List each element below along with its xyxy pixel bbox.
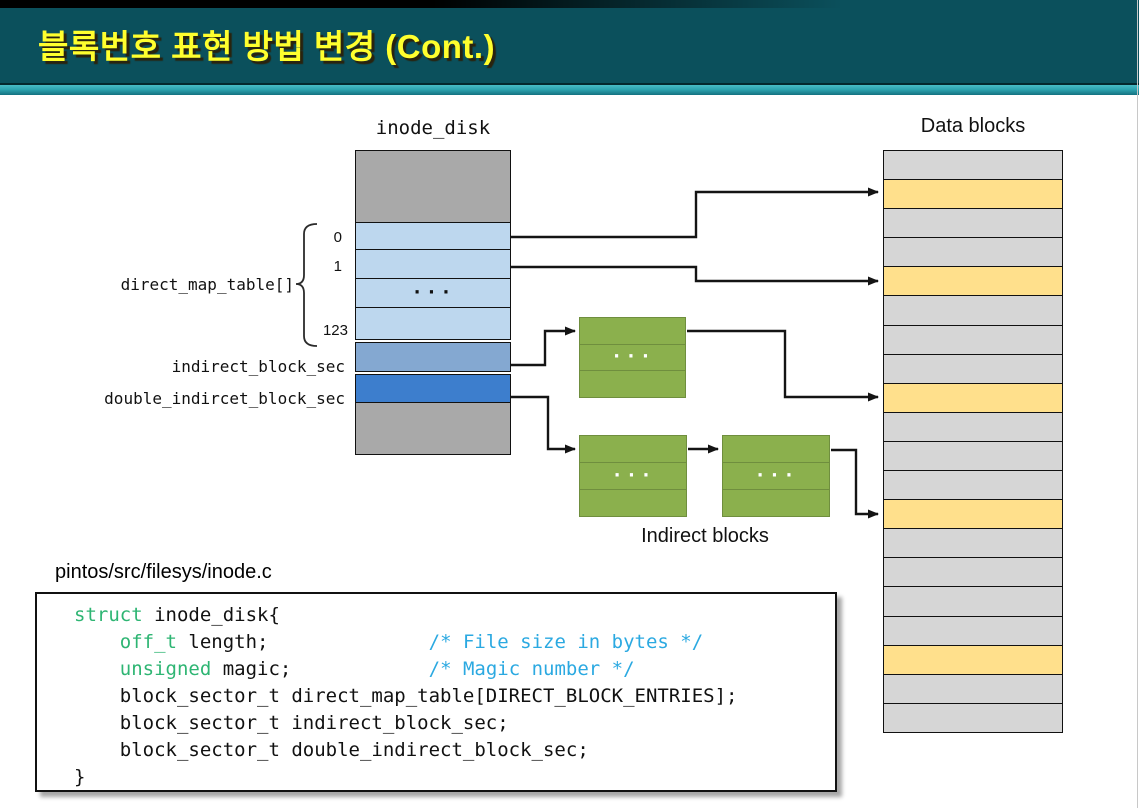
data-block-row — [884, 703, 1062, 732]
data-block-row — [884, 471, 1062, 501]
indirect-block-cell: ... — [580, 340, 685, 372]
inode-row-direct-ellipsis: ... — [355, 276, 511, 309]
indirect-block-cell: ... — [723, 459, 829, 490]
data-block-row-highlighted — [884, 645, 1062, 675]
index-label-0: 0 — [333, 229, 342, 246]
code-line: off_t length; /* File size in bytes */ — [74, 629, 835, 656]
code-text: } — [74, 766, 86, 788]
code-text: block_sector_t double_indirect_block_sec… — [74, 739, 589, 761]
indirect-block-cell — [723, 490, 829, 516]
ellipsis: ... — [411, 276, 455, 299]
ellipsis: ... — [754, 459, 798, 482]
double-indirect-block-sec-label: double_indircet_block_sec — [104, 389, 345, 408]
indirect-block-sec-label: indirect_block_sec — [171, 357, 345, 376]
inode-disk-label: inode_disk — [375, 117, 491, 139]
indirect-blocks-caption: Indirect blocks — [641, 525, 769, 547]
arrow-indirect-to-block — [511, 326, 576, 367]
code-keyword: unsigned — [119, 658, 212, 680]
indirect-block-cell — [580, 436, 686, 463]
arrow-double-to-block — [511, 395, 576, 454]
direct-map-table-label: direct_map_table[] — [120, 275, 294, 294]
code-text: inode_disk{ — [142, 604, 280, 626]
data-block-row — [884, 529, 1062, 559]
data-block-row-highlighted — [884, 180, 1062, 210]
code-line: } — [74, 764, 835, 791]
data-block-row — [884, 616, 1062, 646]
slide-title: 블록번호 표현 방법 변경 (Cont.) — [38, 28, 496, 65]
data-block-row-highlighted — [884, 267, 1062, 297]
slide-edge — [1137, 0, 1138, 808]
code-text — [268, 631, 428, 653]
data-blocks-label: Data blocks — [920, 115, 1026, 137]
indirect-block-cell — [580, 371, 685, 398]
code-text — [291, 658, 428, 680]
indirect-block-3: ... — [722, 435, 830, 517]
code-text — [74, 631, 120, 653]
inode-disk-table: ... — [355, 150, 511, 455]
inode-row-direct-0 — [355, 221, 511, 251]
data-block-row — [884, 412, 1062, 442]
code-line: block_sector_t direct_map_table[DIRECT_B… — [74, 683, 835, 710]
code-keyword: off_t — [119, 631, 177, 653]
ellipsis: ... — [611, 459, 655, 482]
code-line: unsigned magic; /* Magic number */ — [74, 656, 835, 683]
code-text: block_sector_t indirect_block_sec; — [74, 712, 509, 734]
arrow-block1-to-data — [687, 329, 879, 402]
header-background — [0, 0, 1139, 83]
data-block-row — [884, 558, 1062, 588]
indirect-block-1: ... — [579, 317, 686, 398]
indirect-block-cell — [723, 436, 829, 463]
data-block-row — [884, 238, 1062, 268]
inode-row-double-indirect — [355, 374, 511, 403]
data-block-row — [884, 354, 1062, 384]
code-box: struct inode_disk{ off_t length; /* File… — [35, 592, 837, 792]
inode-row-direct-123 — [355, 307, 511, 340]
data-block-row-highlighted — [884, 500, 1062, 530]
data-block-row-highlighted — [884, 383, 1062, 413]
top-accent-bar — [0, 0, 1139, 8]
code-text: magic; — [211, 658, 292, 680]
index-label-1: 1 — [333, 258, 342, 275]
inode-row-direct-1 — [355, 249, 511, 279]
data-block-row — [884, 441, 1062, 472]
header-bar: 블록번호 표현 방법 변경 (Cont.) — [0, 0, 1139, 95]
code-keyword: struct — [74, 604, 143, 626]
ellipsis: ... — [610, 340, 655, 363]
data-block-row — [884, 587, 1062, 617]
code-text — [74, 658, 120, 680]
index-label-123: 123 — [322, 322, 348, 339]
indirect-block-cell — [580, 318, 685, 345]
inode-row-indirect — [355, 342, 511, 372]
data-block-row — [884, 674, 1062, 704]
data-block-row — [884, 296, 1062, 326]
code-text: length; — [176, 631, 269, 653]
header-bottom-strip — [0, 83, 1139, 95]
data-block-row — [884, 209, 1062, 239]
indirect-block-cell: ... — [580, 459, 686, 490]
code-text: block_sector_t direct_map_table[DIRECT_B… — [74, 685, 738, 707]
inode-row-meta-top — [355, 150, 511, 223]
data-block-row — [884, 325, 1062, 355]
code-line: struct inode_disk{ — [74, 602, 835, 629]
inode-row-meta-bottom — [355, 401, 511, 455]
data-block-row — [884, 151, 1062, 181]
indirect-block-2: ... — [579, 435, 687, 517]
arrow-direct0-to-data — [511, 187, 879, 239]
code-line: block_sector_t double_indirect_block_sec… — [74, 737, 835, 764]
arrow-direct1-to-data — [511, 265, 879, 286]
arrow-block3-to-data — [831, 448, 879, 519]
data-blocks-column — [883, 150, 1063, 733]
code-comment: /* File size in bytes */ — [428, 631, 704, 653]
code-file-path: pintos/src/filesys/inode.c — [55, 561, 272, 583]
code-comment: /* Magic number */ — [428, 658, 635, 680]
indirect-block-cell — [580, 490, 686, 516]
code-line: block_sector_t indirect_block_sec; — [74, 710, 835, 737]
